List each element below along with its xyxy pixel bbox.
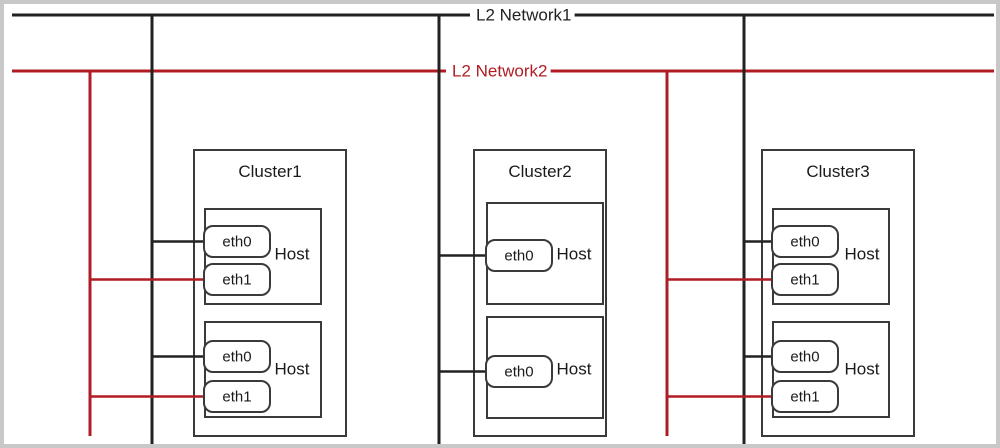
network-bus-layer [12,13,994,73]
cluster3-host2-eth1-label: eth1 [790,388,819,405]
cluster2-host1-eth0-box[interactable] [485,239,553,272]
cluster1-host1-label: Host [275,244,310,263]
cluster3-host2-eth0-label: eth0 [790,348,819,365]
cluster3-host1-eth1-box[interactable] [771,263,839,296]
cluster3-host1-label: Host [845,244,880,263]
cluster1-host1-eth0-label: eth0 [222,233,251,250]
cluster2-host1-label: Host [557,244,592,263]
l2-network-1-label: L2 Network1 [476,5,571,24]
cluster3-host1-eth1-label: eth1 [790,271,819,288]
cluster1-host2-eth1-box[interactable] [203,380,271,413]
cluster3-title: Cluster3 [806,162,869,181]
cluster2-host1-eth0-label: eth0 [504,247,533,264]
cluster1-host1-eth0-box[interactable] [203,225,271,258]
cluster3-host2-eth0-box[interactable] [771,340,839,373]
cluster1-host2-label: Host [275,359,310,378]
cluster2-host2-label: Host [557,359,592,378]
cluster1-host2-eth1-label: eth1 [222,388,251,405]
cluster2-title: Cluster2 [508,162,571,181]
cluster2-host2-eth0-box[interactable] [485,355,553,388]
cluster3-host1-eth0-label: eth0 [790,233,819,250]
cluster-layer [88,15,915,444]
cluster1-host1-eth1-label: eth1 [222,271,251,288]
cluster2-host2-eth0-label: eth0 [504,363,533,380]
cluster1-host2-eth0-box[interactable] [203,340,271,373]
cluster1-host2-eth0-label: eth0 [222,348,251,365]
cluster3-host1-eth0-box[interactable] [771,225,839,258]
cluster3-host2-label: Host [845,359,880,378]
l2-network-2-label: L2 Network2 [452,61,547,80]
cluster3-host2-eth1-box[interactable] [771,380,839,413]
cluster1-title: Cluster1 [238,162,301,181]
cluster1-host1-eth1-box[interactable] [203,263,271,296]
